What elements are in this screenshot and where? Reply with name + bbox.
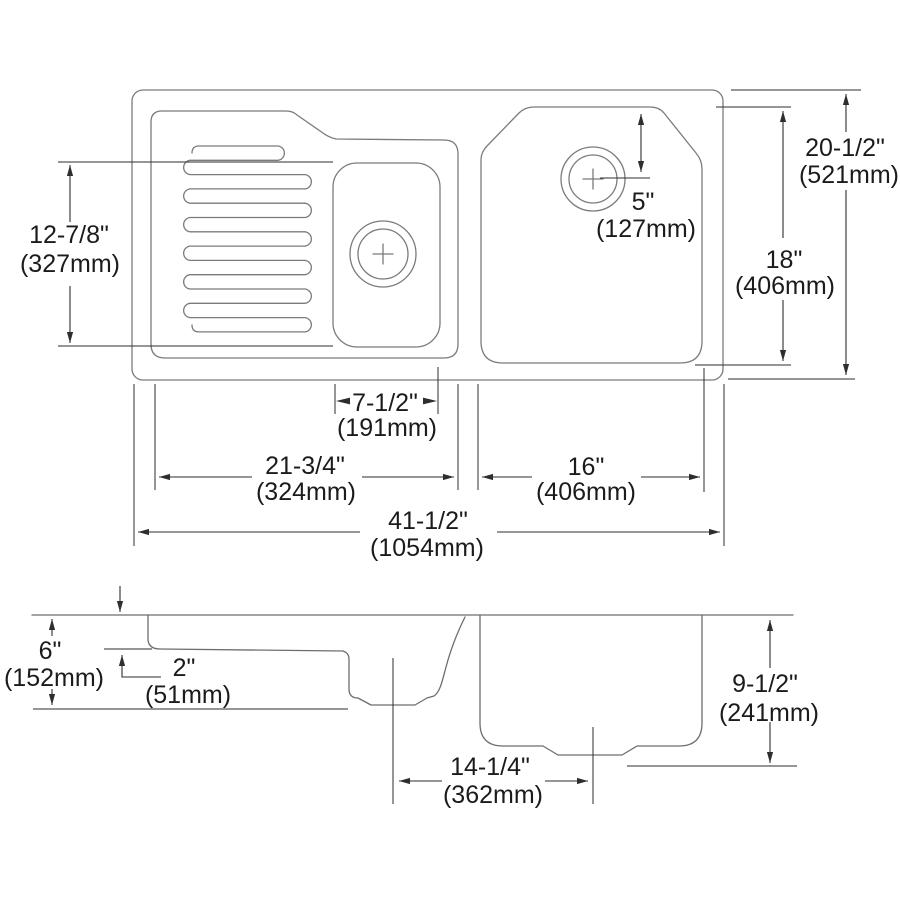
dim-drainboard-width: 21-3/4" (324mm) (154, 384, 459, 506)
dim-label-mm: (127mm) (596, 215, 696, 243)
dim-large-bowl-width: 16" (406mm) (477, 368, 705, 506)
dim-label-mm: (241mm) (719, 699, 819, 727)
drainboard-plateau-outline (150, 110, 459, 359)
dim-label-mm: (406mm) (735, 272, 835, 300)
dim-label: 41-1/2" (388, 507, 468, 535)
dim-overall-width: 41-1/2" (1054mm) (133, 384, 725, 562)
side-view: 6" (152mm) 2" (51mm) 9-1/2" (241mm) 14-1… (4, 586, 819, 809)
dim-label: 21-3/4" (265, 452, 345, 480)
sink-outer-outline (131, 89, 724, 381)
dim-small-bowl-height: 12-7/8" (327mm) (20, 161, 333, 347)
dim-label: 9-1/2" (732, 670, 798, 698)
dim-label-mm: (521mm) (799, 161, 899, 189)
dim-label-mm: (362mm) (443, 781, 543, 809)
large-bowl-drain (560, 146, 626, 212)
dim-label-mm: (191mm) (337, 414, 437, 442)
small-bowl-drain (349, 220, 417, 288)
dim-label-mm: (406mm) (536, 478, 636, 506)
dim-bowl-depth: 9-1/2" (241mm) (627, 619, 819, 767)
dim-label-mm: (1054mm) (370, 534, 484, 562)
dim-drainboard-drop: 2" (51mm) (104, 648, 231, 709)
dim-label: 14-1/4" (450, 753, 530, 781)
dim-label: 5" (632, 188, 655, 216)
dim-small-bowl-width: 7-1/2" (191mm) (334, 367, 439, 442)
dim-overall-depth: 20-1/2" (521mm) (728, 89, 899, 380)
dim-label: 20-1/2" (805, 134, 885, 162)
dim-label-mm: (152mm) (4, 664, 104, 692)
dim-label: 16" (568, 453, 605, 481)
top-view: 12-7/8" (327mm) 5" (127mm) 20-1/2" (521m… (20, 89, 899, 562)
dim-drain-spacing: 14-1/4" (362mm) (398, 753, 589, 809)
dim-label: 2" (173, 654, 196, 682)
dim-drain-offset: 5" (127mm) (596, 113, 696, 243)
drainboard-small-bowl-profile (147, 614, 466, 706)
small-bowl-outline (332, 162, 441, 348)
dim-label-mm: (51mm) (145, 681, 231, 709)
dim-label-mm: (324mm) (256, 478, 356, 506)
dim-large-bowl-height: 18" (406mm) (695, 106, 835, 366)
dim-label: 6" (39, 637, 62, 665)
dim-rim-height: 6" (152mm) (4, 618, 348, 710)
dim-label-mm: (327mm) (20, 250, 120, 278)
dim-label: 18" (766, 246, 803, 274)
dim-label: 12-7/8" (29, 221, 109, 249)
large-bowl-profile (479, 614, 703, 756)
large-bowl-outline (480, 106, 703, 364)
dim-label: 7-1/2" (352, 389, 418, 417)
drainboard-ribs (183, 145, 312, 333)
